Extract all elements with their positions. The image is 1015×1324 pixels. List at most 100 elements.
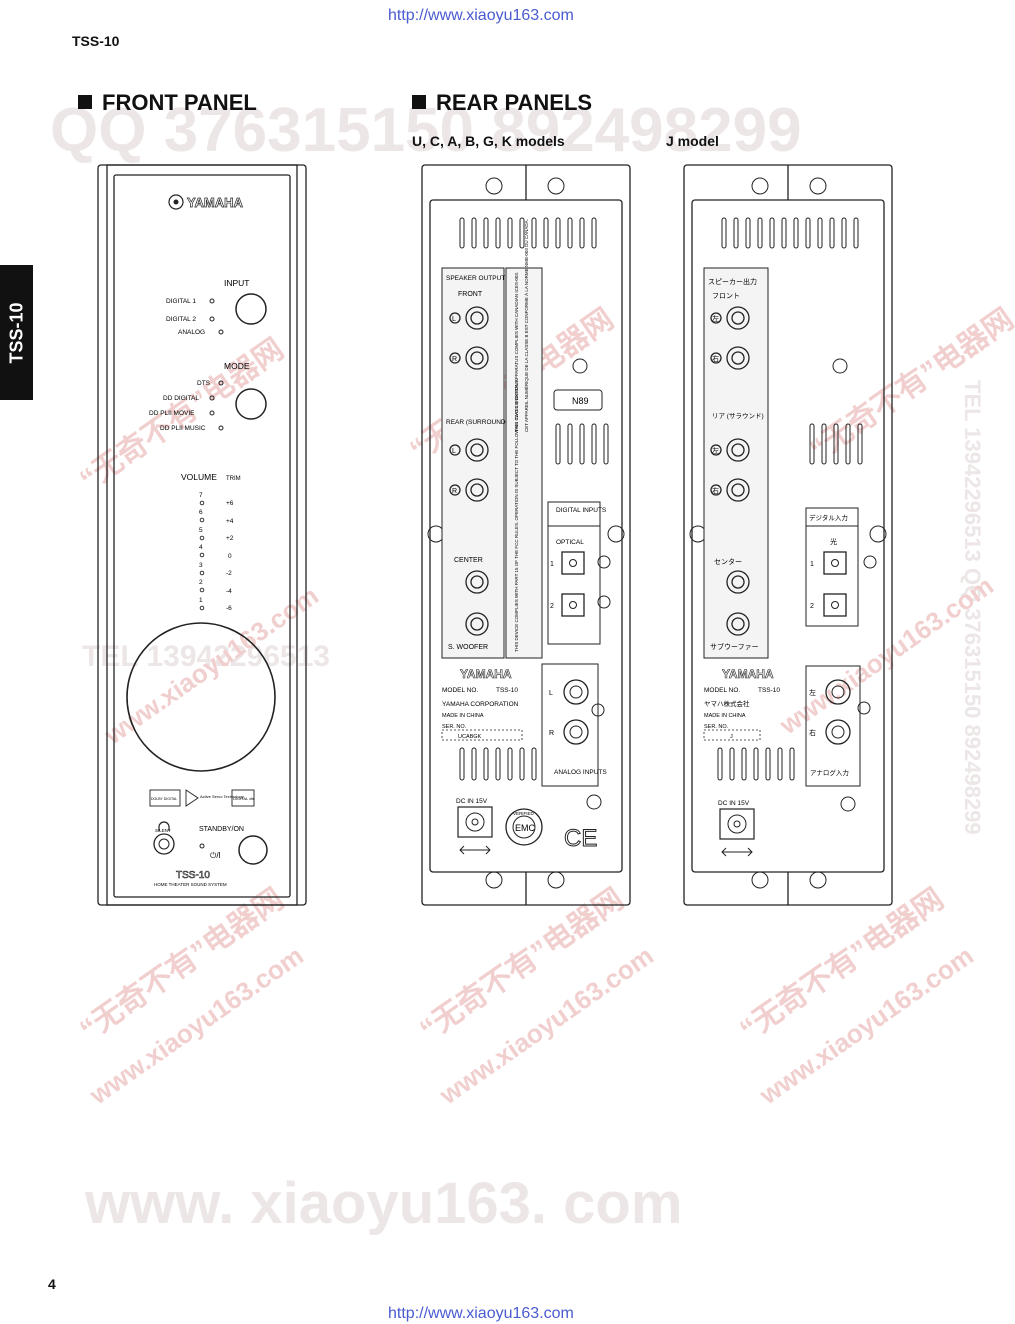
model-no-label-j: MODEL NO.: [704, 687, 740, 694]
analog-r-mark: R: [549, 730, 554, 737]
volume-led: [199, 552, 205, 558]
rear-brand: YAMAHA: [460, 667, 512, 681]
trim-level-column: +6 +4 +2 0 -2 -4 -6: [226, 500, 234, 612]
ser-no-label-j: SER. NO.: [704, 724, 729, 730]
front-brand: YAMAHA: [187, 195, 243, 210]
volume-led: [199, 500, 205, 506]
front-l-mark: L: [452, 316, 456, 323]
model-no-label: MODEL NO.: [442, 687, 478, 694]
woofer-terminal[interactable]: [465, 612, 489, 636]
trim-level: -4: [226, 588, 232, 595]
rear-r-terminal-j[interactable]: [726, 478, 750, 502]
mode-option-4: DD PLII MUSIC: [160, 425, 206, 432]
input-button[interactable]: [235, 293, 267, 325]
front-l-mark-j: 左: [712, 314, 719, 323]
dc-in-jack-j[interactable]: [719, 808, 755, 840]
woofer-output-label-j: サブウーファー: [710, 642, 759, 651]
watermark-tel: TEL 13942296513: [82, 640, 330, 673]
watermark-big-site: www. xiaoyu163. com: [85, 1171, 683, 1236]
headphone-jack[interactable]: [153, 833, 175, 855]
input-led-2: [209, 316, 215, 322]
rear-output-label: REAR (SURROUND): [446, 419, 508, 426]
page-number: 4: [48, 1276, 56, 1292]
dc-polarity-icon: [459, 845, 491, 855]
woofer-terminal-j[interactable]: [726, 612, 750, 636]
volume-level-7: 7: [199, 492, 203, 499]
rear-l-mark-j: 左: [712, 446, 719, 455]
dts-logo-icon: [231, 789, 255, 807]
footer-url-link[interactable]: http://www.xiaoyu163.com: [388, 1305, 574, 1322]
volume-level-3: 3: [199, 562, 203, 569]
center-terminal[interactable]: [465, 570, 489, 594]
analog-l-mark: L: [549, 690, 553, 697]
front-r-terminal[interactable]: [465, 346, 489, 370]
subtitle-export-models: U, C, A, B, G, K models: [412, 133, 565, 149]
emc-ring-text: VERIFIED: [513, 811, 535, 816]
center-terminal-j[interactable]: [726, 570, 750, 594]
trim-level: +6: [226, 500, 234, 507]
side-tab-label: TSS-10: [6, 301, 26, 364]
volume-led: [199, 570, 205, 576]
digital-inputs-label: DIGITAL INPUTS: [556, 507, 607, 514]
analog-input-l[interactable]: [563, 679, 589, 705]
optical-2-number: 2: [550, 603, 554, 610]
mode-label: MODE: [224, 361, 250, 371]
analog-input-r-j[interactable]: [825, 719, 851, 745]
made-in-label: MADE IN CHINA: [442, 713, 484, 719]
trim-level: 0: [228, 553, 232, 560]
input-led-1: [209, 298, 215, 304]
speaker-outputs-label-j: スピーカー出力: [708, 277, 757, 286]
rear-panels-title: REAR PANELS: [436, 90, 593, 115]
rear-output-label-j: リア (サラウンド): [712, 412, 764, 420]
rear-l-terminal[interactable]: [465, 438, 489, 462]
canada-notice-fr: CET APPAREIL NUMÉRIQUE DE LA CLASSE B ES…: [523, 219, 529, 432]
model-no-value-j: TSS-10: [758, 687, 780, 694]
optical-input-1[interactable]: [561, 551, 585, 575]
mode-option-1: DTS: [197, 380, 211, 387]
optical-2-number-j: 2: [810, 603, 814, 610]
made-in-label-j: MADE IN CHINA: [704, 713, 746, 719]
volume-level-1: 1: [199, 597, 203, 604]
dc-polarity-icon-j: [721, 847, 753, 857]
optical-input-1-j[interactable]: [823, 551, 847, 575]
standby-button[interactable]: [238, 835, 268, 865]
document-id: TSS-10: [72, 33, 120, 49]
input-option-1: DIGITAL 1: [166, 298, 196, 305]
emc-text: EMC: [515, 823, 536, 833]
headphone-icon: [158, 821, 170, 831]
volume-led: [199, 605, 205, 611]
front-r-terminal-j[interactable]: [726, 346, 750, 370]
rear-panel-j-drawing: スピーカー出力 フロント リア (サラウンド) センター サブウーファー 左 右…: [683, 164, 893, 906]
yamaha-logo-icon: [168, 194, 184, 210]
dc-in-jack[interactable]: [457, 806, 493, 838]
rear-l-terminal-j[interactable]: [726, 438, 750, 462]
model-no-value: TSS-10: [496, 687, 518, 694]
trim-level: -2: [226, 570, 232, 577]
digital-inputs-label-j: デジタル入力: [809, 513, 848, 522]
screw-icons: [427, 177, 625, 889]
optical-input-2[interactable]: [561, 593, 585, 617]
front-model-desc: HOME THEATER SOUND SYSTEM: [154, 882, 227, 887]
front-l-terminal[interactable]: [465, 306, 489, 330]
optical-input-2-j[interactable]: [823, 593, 847, 617]
mode-option-3: DD PLII MOVIE: [149, 410, 195, 417]
rear-panel-export-drawing: SPEAKER OUTPUTS FRONT REAR (SURROUND) CE…: [421, 164, 631, 906]
ventilation-slots: [717, 217, 863, 781]
volume-knob[interactable]: [126, 622, 276, 772]
analog-inputs-label-j: アナログ入力: [810, 768, 849, 777]
optical-1-number: 1: [550, 561, 554, 568]
front-r-mark: R: [452, 356, 457, 363]
mode-button[interactable]: [235, 388, 267, 420]
analog-input-l-j[interactable]: [825, 679, 851, 705]
square-bullet-icon: [412, 95, 426, 109]
standby-symbol: ⏻/I: [210, 851, 221, 860]
header-url-link[interactable]: http://www.xiaoyu163.com: [388, 7, 574, 24]
logo-activeservo: Active Servo Technology: [200, 794, 244, 799]
trim-level: +2: [226, 535, 234, 542]
section-title-front-panel: FRONT PANEL: [78, 90, 257, 116]
rear-r-terminal[interactable]: [465, 478, 489, 502]
analog-input-r[interactable]: [563, 719, 589, 745]
volume-led: [199, 535, 205, 541]
front-l-terminal-j[interactable]: [726, 306, 750, 330]
mode-option-2: DD DIGITAL: [163, 395, 199, 402]
